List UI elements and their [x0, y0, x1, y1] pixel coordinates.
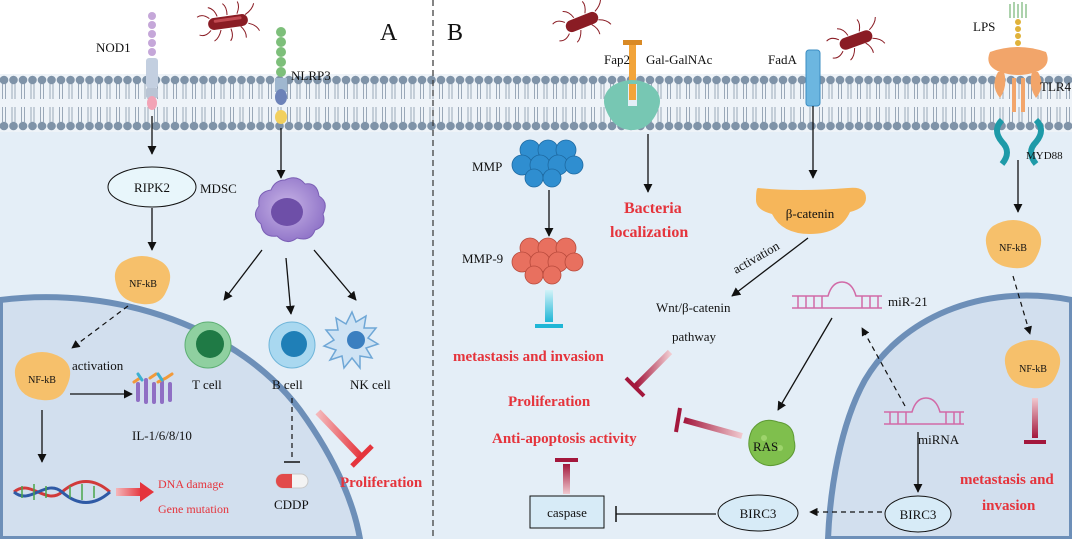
mirna-icon [884, 397, 964, 425]
activation-label-a: activation [72, 358, 124, 373]
gene-mutation-label: Gene mutation [158, 502, 229, 516]
mir21-icon [792, 281, 882, 309]
beta-catenin-label: β-catenin [786, 206, 835, 221]
lps-icon [1009, 2, 1027, 46]
nk-cell [322, 310, 380, 371]
nlrp3-receptor [275, 27, 287, 124]
tlr4-receptor [988, 47, 1048, 166]
nlrp3-label: NLRP3 [291, 68, 331, 83]
cytokine-receptors-icon [132, 372, 174, 404]
birc3-right-node [884, 495, 952, 533]
bacterium-icon [196, 1, 260, 42]
mmp9-cluster [511, 237, 584, 285]
proliferation-b-label: Proliferation [508, 394, 591, 410]
birc3-left-node [717, 494, 799, 532]
metastasis-right-label: metastasis and [960, 472, 1054, 488]
t-cell-label: T cell [192, 377, 222, 392]
panel-a-label: A [380, 20, 398, 46]
metastasis-mid-label: metastasis and invasion [453, 349, 605, 365]
tlr4-label: TLR4 [1040, 79, 1072, 94]
fada-label: FadA [768, 52, 798, 67]
ripk2-label: RIPK2 [134, 180, 170, 195]
nod1-receptor [146, 12, 158, 110]
fap2-label: Fap2 [604, 52, 630, 67]
beta-catenin-node [756, 187, 866, 234]
anti-apoptosis-label: Anti-apoptosis activity [492, 431, 637, 447]
ras-protein [748, 419, 796, 466]
mmp-label: MMP [472, 159, 502, 174]
ras-label: RAS [753, 439, 778, 454]
myd88-label: MYD88 [1026, 150, 1063, 162]
wnt-pathway-label-2: pathway [672, 329, 717, 344]
birc3-left-label: BIRC3 [740, 506, 777, 521]
metastasis-right-label-2: invasion [982, 498, 1036, 514]
mdsc-label: MDSC [200, 181, 237, 196]
bacterium-icon [552, 0, 612, 43]
nfkb-cyto-b-label: NF-kB [999, 243, 1027, 254]
galnac-label: Gal-GalNAc [646, 52, 713, 67]
nucleus-a [0, 294, 364, 539]
dna-damage-label: DNA damage [158, 477, 224, 491]
mmp-cluster [511, 139, 584, 188]
panel-b-label: B [447, 20, 463, 46]
fada-receptor [805, 49, 821, 107]
b-cell-label: B cell [272, 377, 303, 392]
nfkb-cyto-b [985, 220, 1042, 269]
nod1-label: NOD1 [96, 40, 131, 55]
nfkb-nuc-b-label: NF-kB [1019, 364, 1047, 375]
birc3-right-label: BIRC3 [900, 507, 937, 522]
proliferation-a-label: Proliferation [340, 475, 423, 491]
caspase-node [529, 495, 605, 529]
mmp9-label: MMP-9 [462, 251, 503, 266]
nk-cell-label: NK cell [350, 377, 391, 392]
cddp-label: CDDP [274, 497, 309, 512]
bacteria-localization-label: Bacteria [624, 200, 682, 217]
nfkb-cyto-a [114, 256, 171, 305]
nfkb-cyto-a-label: NF-kB [129, 279, 157, 290]
ripk2-node [107, 166, 197, 208]
cddp-pill-icon [275, 473, 309, 489]
caspase-label: caspase [547, 505, 587, 520]
bacterium-icon [826, 16, 886, 61]
mir21-label: miR-21 [888, 294, 928, 309]
nfkb-nuc-b [1004, 340, 1061, 389]
cell-membrane [0, 74, 1072, 132]
nfkb-nuc-a [14, 352, 71, 401]
il-label: IL-1/6/8/10 [132, 428, 192, 443]
wnt-pathway-label: Wnt/β-catenin [656, 300, 731, 315]
mirna-label: miRNA [918, 432, 960, 447]
nfkb-nuc-a-label: NF-kB [28, 375, 56, 386]
fap2-receptor [604, 40, 660, 130]
dna-helix-icon [13, 480, 111, 504]
lps-label: LPS [973, 19, 995, 34]
bacteria-localization-label-2: localization [610, 224, 688, 241]
